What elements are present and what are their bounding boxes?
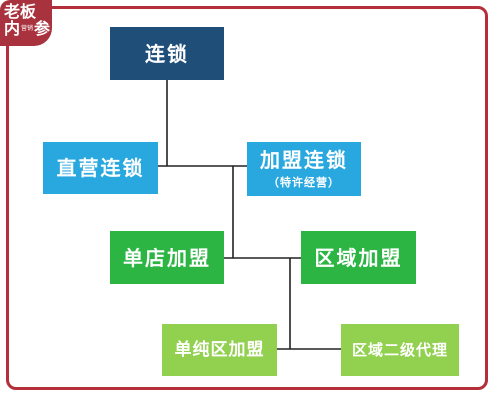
node-franchise-chain-label: 加盟连锁 [260, 147, 348, 172]
brand-logo: 老板 内营销参 [0, 0, 52, 46]
node-franchise-note: （特许经营） [268, 175, 340, 189]
node-pure-regional-label: 单纯区加盟 [174, 339, 265, 360]
node-regional-secondary-agent: 区域二级代理 [341, 324, 459, 376]
logo-line-2: 内营销参 [4, 18, 52, 38]
node-secondary-agent-label: 区域二级代理 [351, 340, 448, 359]
node-regional-label: 区域加盟 [314, 245, 403, 270]
node-regional-franchise: 区域加盟 [301, 231, 416, 284]
logo-line-1: 老板 [4, 2, 37, 21]
node-chain: 连锁 [110, 27, 224, 80]
node-single-store-franchise: 单店加盟 [110, 231, 224, 284]
node-franchise-chain: 加盟连锁 （特许经营） [247, 142, 361, 196]
node-direct-chain: 直营连锁 [43, 142, 158, 194]
node-chain-label: 连锁 [145, 41, 189, 66]
node-single-store-label: 单店加盟 [123, 245, 211, 270]
node-direct-chain-label: 直营连锁 [56, 156, 145, 180]
logo-char-a: 内 [4, 18, 21, 38]
node-pure-regional-franchise: 单纯区加盟 [162, 324, 277, 376]
logo-char-b: 参 [34, 18, 51, 38]
logo-mini-text: 营销 [21, 25, 34, 33]
